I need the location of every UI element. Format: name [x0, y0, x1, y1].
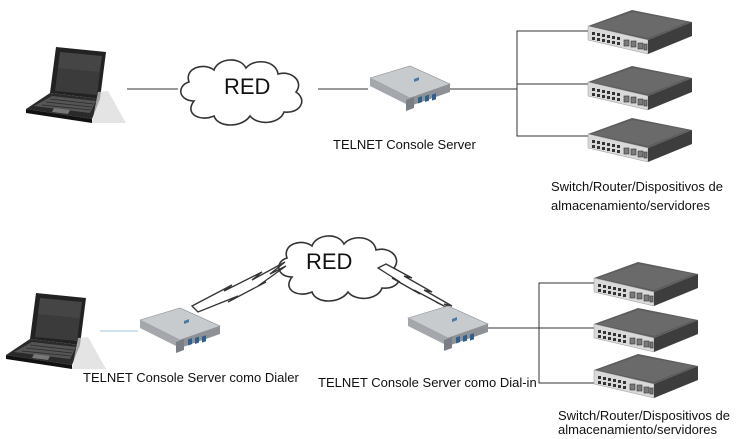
switch-icon	[593, 261, 699, 307]
devices-label-top-line2: almacenamiento/servidores	[551, 198, 710, 213]
console-server-dialer-icon	[139, 307, 221, 354]
switch-icon	[593, 307, 699, 353]
laptop-icon	[25, 46, 127, 124]
dialin-label: TELNET Console Server como Dial-in	[318, 375, 537, 390]
switch-icon	[593, 353, 699, 399]
cloud-label-top: RED	[224, 74, 271, 99]
console-server-dialin-icon	[407, 305, 489, 352]
switch-icon	[587, 65, 693, 111]
switch-icon	[587, 9, 693, 55]
devices-label-bottom-line1: Switch/Router/Dispositivos de	[558, 408, 730, 423]
lightning-link-left	[190, 261, 287, 313]
switch-bus-bottom	[538, 282, 594, 384]
console-server-label: TELNET Console Server	[333, 137, 476, 152]
devices-label-top-line1: Switch/Router/Dispositivos de	[551, 179, 723, 194]
switch-icon	[587, 117, 693, 163]
console-server-icon	[369, 65, 451, 112]
switch-bus-top	[516, 30, 588, 137]
cloud-label-bottom: RED	[306, 249, 353, 274]
devices-label-bottom-line2: almacenamiento/servidores	[558, 422, 717, 437]
dialer-label: TELNET Console Server como Dialer	[83, 370, 299, 385]
laptop-icon	[5, 292, 107, 370]
